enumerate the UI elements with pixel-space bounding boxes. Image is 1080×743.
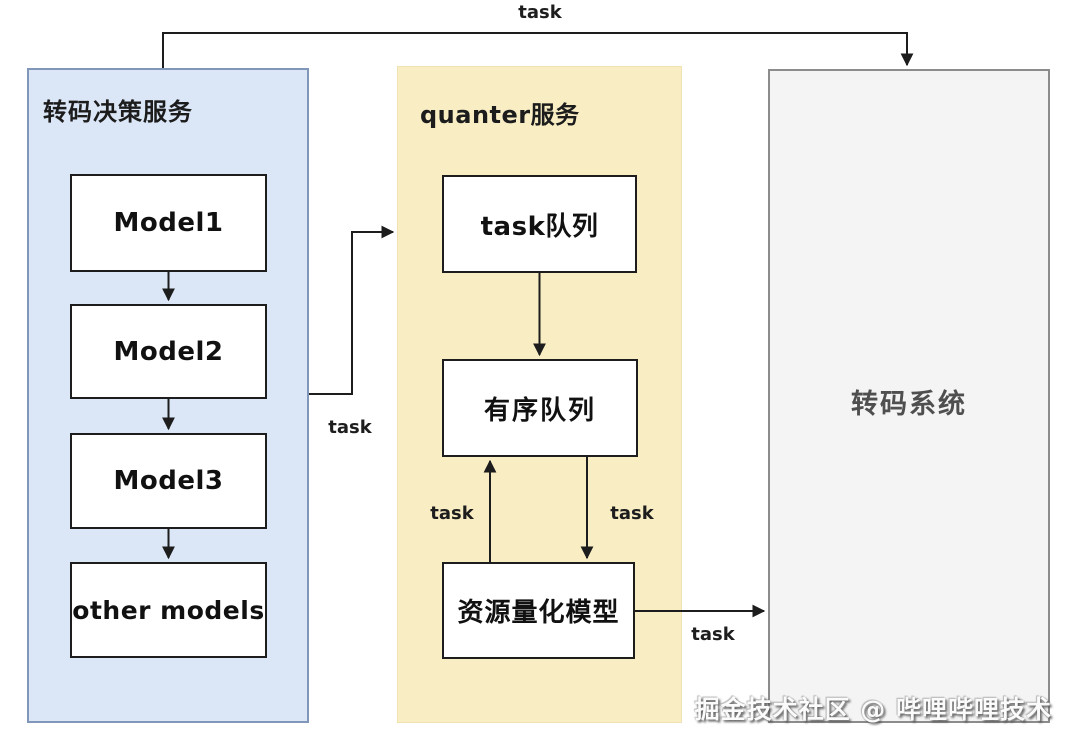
arrow-decision-to-transcode-top bbox=[162, 32, 914, 68]
node-ordered-queue: 有序队列 bbox=[442, 359, 638, 457]
node-resource-quant-model: 资源量化模型 bbox=[442, 562, 635, 659]
decision-service-title: 转码决策服务 bbox=[43, 98, 193, 126]
watermark-text: 掘金技术社区 @ 哔哩哔哩技术 bbox=[694, 695, 1052, 724]
node-model2: Model2 bbox=[70, 304, 267, 399]
arrow-decision-to-quanter bbox=[309, 225, 395, 395]
quanter-service-title: quanter服务 bbox=[420, 101, 580, 129]
node-other-models: other models bbox=[70, 562, 267, 658]
node-model1: Model1 bbox=[70, 174, 267, 272]
node-model3: Model3 bbox=[70, 433, 267, 529]
edge-label-queue-down-task: task bbox=[610, 503, 654, 524]
node-task-queue: task队列 bbox=[442, 175, 637, 273]
edge-label-queue-up-task: task bbox=[430, 503, 474, 524]
edge-label-to-transcode-task: task bbox=[691, 624, 735, 645]
container-transcode-system bbox=[768, 69, 1050, 723]
transcode-system-title: 转码系统 bbox=[851, 389, 967, 420]
edge-label-to-quanter-task: task bbox=[328, 417, 372, 438]
edge-label-top-task: task bbox=[518, 2, 562, 23]
